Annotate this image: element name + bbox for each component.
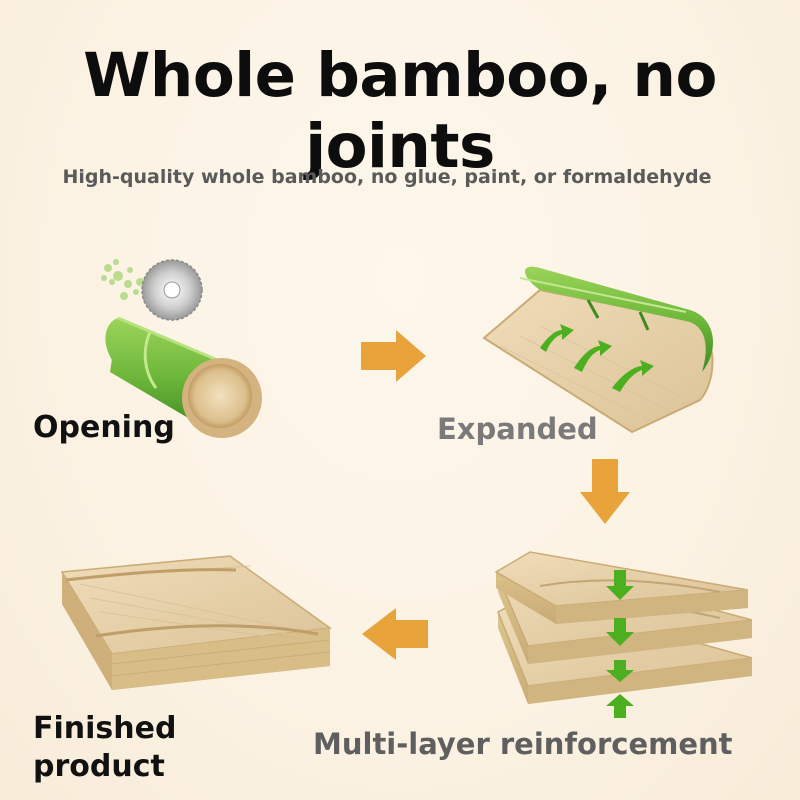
page-title: Whole bamboo, no joints — [83, 40, 717, 182]
step-label-finished: Finished product — [33, 710, 176, 786]
press-arrows-icon — [606, 570, 634, 718]
step-label-finished-line1: Finished — [33, 711, 177, 746]
bamboo-tube-icon — [101, 259, 262, 438]
saw-blade-icon — [141, 259, 203, 321]
step-label-multilayer: Multi-layer reinforcement — [313, 727, 733, 761]
page-subtitle: High-quality whole bamboo, no glue, pain… — [62, 166, 712, 188]
step-label-opening: Opening — [33, 410, 175, 445]
expanded-bamboo-icon — [482, 266, 714, 434]
finished-board-icon — [60, 555, 333, 690]
arrow-left-icon — [362, 608, 428, 660]
arrow-right-icon — [361, 330, 426, 382]
sawdust-spray — [101, 259, 149, 303]
expand-arrows-icon — [540, 324, 654, 392]
step-label-finished-line2: product — [33, 749, 165, 784]
step-label-expanded: Expanded — [437, 412, 598, 446]
arrow-down-icon — [580, 459, 630, 524]
multilayer-boards-icon — [494, 551, 753, 718]
